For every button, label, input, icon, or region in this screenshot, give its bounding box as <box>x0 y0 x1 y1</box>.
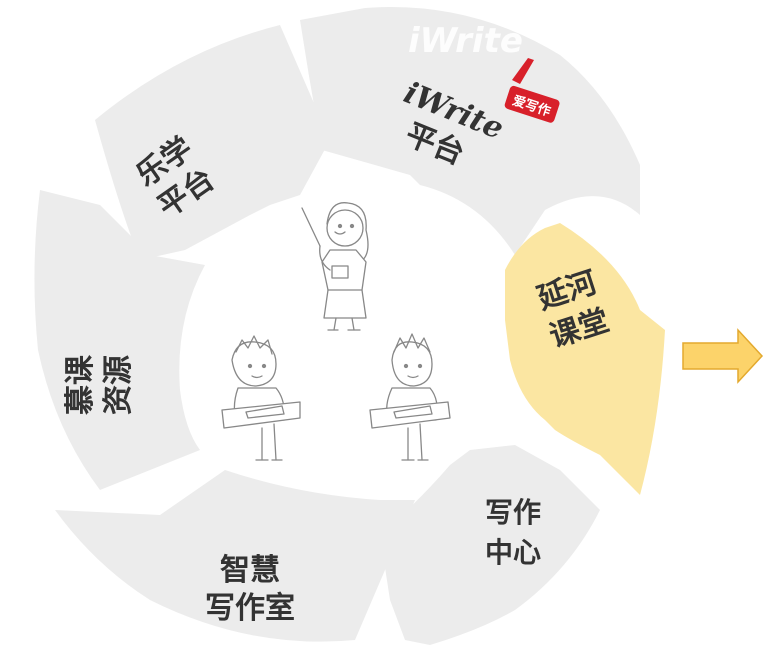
label-muke-line2: 资源 <box>101 355 136 415</box>
classroom-illustration <box>221 202 451 461</box>
label-zhihui-line2: 写作室 <box>205 591 295 626</box>
logo-badge: 爱写作 <box>504 85 560 123</box>
label-xiezuo: 写作 中心 <box>485 496 541 569</box>
segment-muke <box>34 190 205 490</box>
cycle-segments <box>34 6 640 645</box>
logo-wordmark: iWrite <box>408 21 523 61</box>
label-muke-line1: 慕课 <box>63 354 98 415</box>
segment-zhihui <box>55 470 415 642</box>
label-xiezuo-line1: 写作 <box>485 496 541 529</box>
label-zhihui-line1: 智慧 <box>220 553 280 588</box>
label-muke: 慕课 资源 <box>63 354 136 415</box>
label-zhihui: 智慧 写作室 <box>205 553 295 626</box>
segment-lexue <box>95 25 330 260</box>
segment-yanhe-highlighted <box>505 223 665 495</box>
right-arrow-icon <box>682 328 764 384</box>
segment-iwrite <box>300 6 640 255</box>
student-figure-left <box>221 335 301 461</box>
iwrite-logo: iWrite 爱写作 <box>408 21 560 123</box>
segment-xiezuo <box>380 445 600 645</box>
label-xiezuo-line2: 中心 <box>485 536 541 569</box>
teacher-figure <box>301 202 369 331</box>
logo-slash-mark <box>512 58 534 84</box>
student-figure-right <box>369 333 451 461</box>
